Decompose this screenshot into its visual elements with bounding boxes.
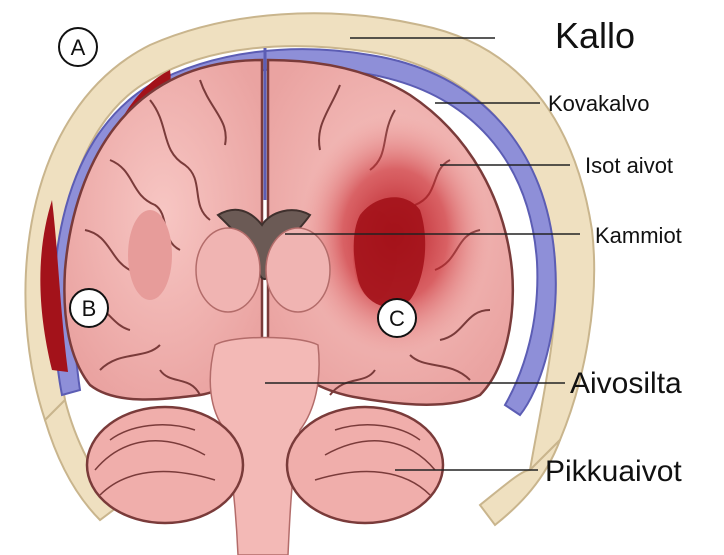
label-pons: Aivosilta	[570, 367, 682, 400]
marker-b: B	[70, 289, 108, 327]
label-ventricles: Kammiot	[595, 223, 682, 248]
thalamus-right	[266, 228, 330, 312]
marker-c-text: C	[389, 306, 405, 331]
cerebellum-right	[287, 407, 443, 523]
label-skull: Kallo	[555, 15, 635, 56]
cerebellum-left	[87, 407, 243, 523]
label-cerebellum: Pikkuaivot	[545, 455, 682, 488]
hemorrhage-c-core	[354, 197, 425, 307]
marker-b-text: B	[82, 296, 97, 321]
basal-ganglia-left	[128, 210, 172, 300]
marker-c: C	[378, 299, 416, 337]
label-dura: Kovakalvo	[548, 91, 650, 116]
marker-a-text: A	[71, 35, 86, 60]
label-cerebrum: Isot aivot	[585, 153, 673, 178]
marker-a: A	[59, 28, 97, 66]
thalamus-left	[196, 228, 260, 312]
